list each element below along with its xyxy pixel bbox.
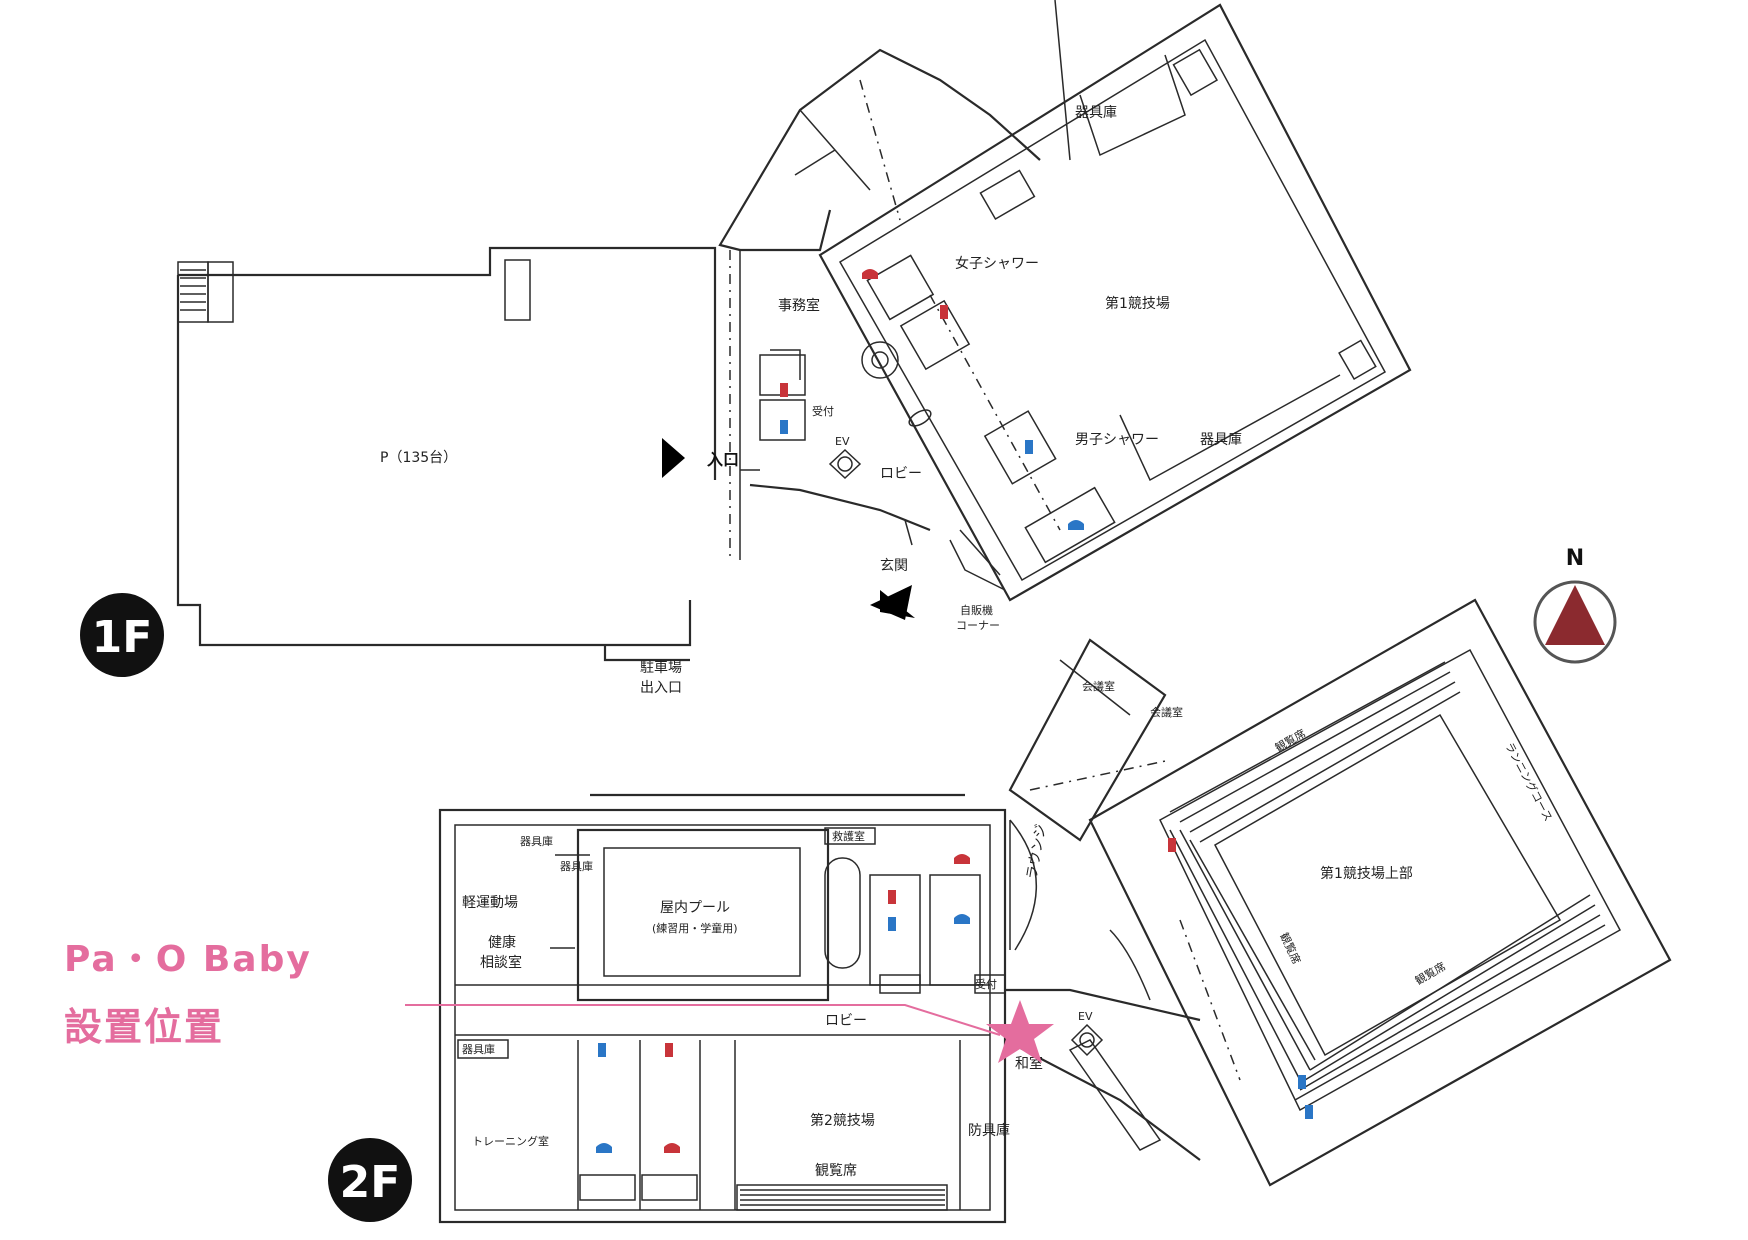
- compass-icon: N: [1533, 546, 1617, 664]
- floor-badge-2f: 2F: [328, 1138, 412, 1222]
- callout-subtitle: 設置位置: [64, 1005, 225, 1049]
- label-light-sports: 軽運動場: [462, 895, 518, 911]
- baby-icon: [596, 1143, 612, 1153]
- label-entrance: 入口: [707, 450, 739, 469]
- label-bougu: 防具庫: [968, 1122, 1010, 1139]
- label-arena2: 第2競技場: [810, 1112, 875, 1129]
- label-spectator-2f: 観覧席: [815, 1162, 857, 1179]
- badge-text-1f: 1F: [92, 612, 153, 663]
- label-meeting-1: 会議室: [1082, 679, 1115, 693]
- baby-icon: [1068, 520, 1084, 530]
- label-parking-entrance: 駐車場 出入口: [640, 659, 686, 696]
- badge-text-2f: 2F: [340, 1157, 401, 1208]
- label-vending: 自販機 コーナー: [956, 603, 1000, 632]
- ev-icon: [1070, 1023, 1104, 1057]
- label-parking: P（135台）: [380, 450, 457, 466]
- label-training: トレーニング室: [472, 1134, 549, 1148]
- callout-leader-line: [405, 1004, 1001, 1036]
- toilet-men-icon: [1298, 1075, 1306, 1089]
- label-vending-2: コーナー: [956, 619, 1000, 632]
- floor-badge-1f: 1F: [80, 593, 164, 677]
- label-pool: 屋内プール: [660, 900, 730, 916]
- label-women-shower: 女子シャワー: [955, 255, 1039, 272]
- label-health-consult-1: 健康: [488, 934, 516, 951]
- floor-1f: P（135台） 駐車場 出入口 入口 事務室 受付 EV ロビー 玄関 自販機 …: [80, 0, 1412, 696]
- label-spectator-a: 観覧席: [1273, 726, 1309, 755]
- label-vending-1: 自販機: [960, 603, 993, 617]
- label-meeting-2: 会議室: [1150, 705, 1183, 719]
- label-storage-2f-c: 器具庫: [462, 1042, 495, 1056]
- seating-stripes: [1169, 661, 1606, 1101]
- toilet-men-icon: [780, 420, 788, 434]
- label-lounge: ラウンジ: [1024, 823, 1049, 881]
- label-lobby-1f: ロビー: [880, 466, 922, 482]
- floor-2f: 器具庫 器具庫 軽運動場 健康 相談室 屋内プール (練習用・学童用) ロビー …: [328, 598, 1672, 1224]
- baby-icon: [664, 1143, 680, 1153]
- label-health-consult-2: 相談室: [480, 954, 522, 971]
- toilet-women-icon: [1168, 838, 1176, 852]
- label-arena1-upper: 第1競技場上部: [1320, 865, 1413, 882]
- label-genkan: 玄関: [880, 557, 908, 574]
- label-ev-2f: EV: [1078, 1010, 1093, 1023]
- label-arena1: 第1競技場: [1105, 295, 1170, 312]
- label-men-shower: 男子シャワー: [1075, 432, 1159, 448]
- label-pool-sub: (練習用・学童用): [652, 921, 738, 935]
- toilet-women-icon: [888, 890, 896, 904]
- label-storage-2f-b: 器具庫: [560, 859, 593, 873]
- label-spectator-b: 観覧席: [1277, 930, 1304, 966]
- label-washitsu: 和室: [1015, 1055, 1043, 1072]
- toilet-women-icon: [665, 1043, 673, 1057]
- toilet-men-icon: [888, 917, 896, 931]
- label-running: ランニングコース: [1502, 740, 1555, 824]
- label-storage-1f-b: 器具庫: [1200, 431, 1242, 448]
- ev-icon: [828, 448, 862, 480]
- baby-icon: [954, 854, 970, 864]
- toilet-women-icon: [940, 305, 948, 319]
- label-reception-2f: 受付: [975, 978, 997, 991]
- label-infirmary: 救護室: [832, 829, 865, 843]
- label-storage-2f-a: 器具庫: [520, 834, 553, 848]
- baby-icon: [954, 914, 970, 924]
- label-spectator-c: 観覧席: [1413, 959, 1449, 988]
- label-parking-entrance-1: 駐車場: [640, 659, 682, 676]
- toilet-men-icon: [598, 1043, 606, 1057]
- callout-title: Pa・O Baby: [64, 939, 312, 980]
- toilet-men-icon: [1025, 440, 1033, 454]
- baby-icon: [862, 269, 878, 279]
- label-parking-entrance-2: 出入口: [640, 680, 682, 696]
- compass-label: N: [1566, 546, 1584, 571]
- label-lobby-2f: ロビー: [825, 1013, 867, 1029]
- label-health-consult: 健康 相談室: [480, 934, 522, 971]
- label-storage-1f-a: 器具庫: [1075, 104, 1117, 121]
- label-office: 事務室: [778, 297, 820, 314]
- arrow-entrance-icon: [662, 438, 685, 478]
- toilet-men-icon: [1305, 1105, 1313, 1119]
- label-reception-1f: 受付: [812, 405, 834, 418]
- label-ev-1f: EV: [835, 435, 850, 448]
- toilet-women-icon: [780, 383, 788, 397]
- star-marker-icon[interactable]: [986, 1000, 1054, 1063]
